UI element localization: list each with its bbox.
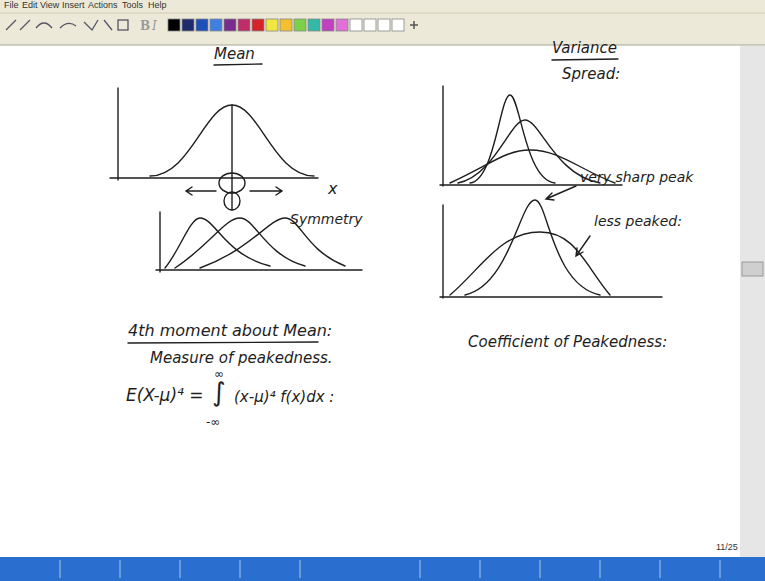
svg-text:I: I	[151, 19, 157, 33]
heading-note: 4th moment about Mean:	[128, 322, 332, 340]
integral-limit: -∞	[206, 416, 220, 429]
handwritten-note: Spread:	[562, 66, 620, 83]
menu-item: Actions	[88, 1, 118, 11]
integral-sign: ∫	[212, 378, 226, 407]
handwritten-note: Coefficient of Peakedness:	[468, 334, 667, 351]
menu-item: File	[4, 1, 19, 11]
svg-text:B: B	[140, 19, 150, 33]
menu-item: View	[40, 1, 59, 11]
page-number: 11/25	[716, 543, 738, 553]
formula-part: (x-μ)⁴ f(x)dx :	[234, 389, 334, 406]
menu-item: Edit	[22, 1, 38, 11]
menu-item: Tools	[122, 1, 143, 11]
callout-note: less peaked:	[594, 214, 682, 229]
handwritten-note: Measure of peakedness.	[150, 350, 333, 367]
callout-note: very sharp peak	[580, 170, 693, 185]
handwritten-note: Symmetry	[290, 212, 363, 227]
heading-note: Variance	[552, 40, 617, 57]
formula-part: E(X-μ)⁴ =	[126, 386, 204, 405]
menu-item: Insert	[62, 1, 85, 11]
axis-label: x	[328, 180, 337, 198]
menu-item: Help	[148, 1, 167, 11]
heading-note: Mean	[214, 46, 255, 63]
